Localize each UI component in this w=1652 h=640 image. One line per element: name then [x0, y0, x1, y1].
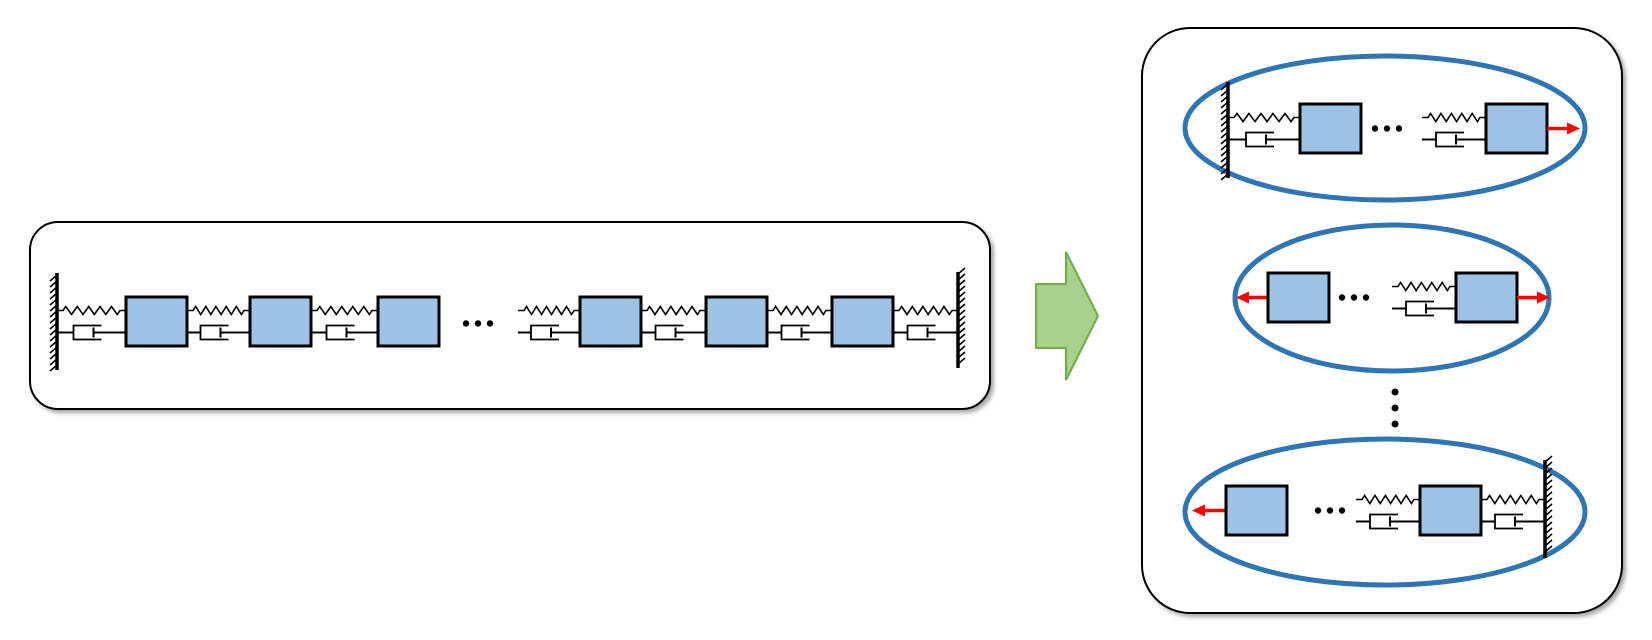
ellipsis-icon	[462, 320, 494, 327]
spring-icon	[1422, 112, 1486, 123]
full-chain-panel	[29, 221, 991, 410]
damper-icon	[518, 324, 580, 341]
spring-icon	[1392, 281, 1456, 292]
subsystem-ellipse-2	[1232, 222, 1552, 374]
fixed-wall-icon	[49, 273, 59, 372]
subsystem-1	[1220, 82, 1580, 181]
subsystem-ellipse-1	[1182, 53, 1588, 203]
mass-block	[1418, 484, 1483, 537]
fixed-wall-icon	[956, 267, 966, 368]
spring-icon	[767, 305, 832, 316]
ellipsis-icon	[1314, 507, 1346, 514]
spring-icon	[311, 305, 378, 316]
mass-block	[1454, 271, 1519, 324]
vertical-ellipsis-icon	[1391, 388, 1399, 428]
mass-block	[1266, 271, 1331, 324]
mass-block	[578, 295, 643, 348]
subsystem-ellipse-3	[1182, 436, 1588, 588]
spring-icon	[641, 305, 706, 316]
fixed-wall-icon	[1220, 82, 1230, 181]
force-arrow-icon	[1517, 291, 1550, 304]
damper-icon	[893, 324, 958, 341]
force-arrow-icon	[1547, 122, 1580, 135]
damper-icon	[1481, 513, 1545, 530]
mass-block	[830, 295, 895, 348]
ellipsis-icon	[1371, 125, 1403, 132]
subsystems-panel	[1141, 27, 1623, 614]
full-chain-system	[49, 267, 966, 372]
spring-icon	[1228, 112, 1300, 123]
mass-block	[1224, 484, 1289, 537]
damper-icon	[1392, 300, 1456, 317]
damper-icon	[187, 324, 250, 341]
mass-block	[376, 295, 441, 348]
force-arrow-icon	[1236, 291, 1268, 304]
ellipsis-icon	[1338, 294, 1370, 301]
damper-icon	[767, 324, 832, 341]
spring-icon	[518, 304, 580, 317]
subsystem-2	[1236, 271, 1550, 324]
damper-icon	[57, 324, 126, 341]
damper-icon	[1356, 513, 1420, 530]
damper-icon	[641, 324, 706, 341]
fixed-wall-icon	[1543, 455, 1553, 558]
mass-block	[248, 295, 313, 348]
spring-icon	[893, 305, 958, 316]
mass-block	[124, 295, 189, 348]
right-arrow-icon	[1035, 251, 1100, 381]
mass-block	[1298, 102, 1363, 155]
subsystem-3	[1192, 455, 1553, 558]
spring-icon	[187, 305, 250, 316]
mass-block	[1484, 102, 1549, 155]
force-arrow-icon	[1192, 504, 1226, 517]
damper-icon	[1422, 131, 1486, 148]
damper-icon	[311, 324, 378, 341]
mass-block	[704, 295, 769, 348]
damper-icon	[1228, 131, 1300, 148]
spring-icon	[57, 305, 126, 316]
spring-icon	[1356, 494, 1420, 505]
spring-icon	[1481, 494, 1545, 505]
